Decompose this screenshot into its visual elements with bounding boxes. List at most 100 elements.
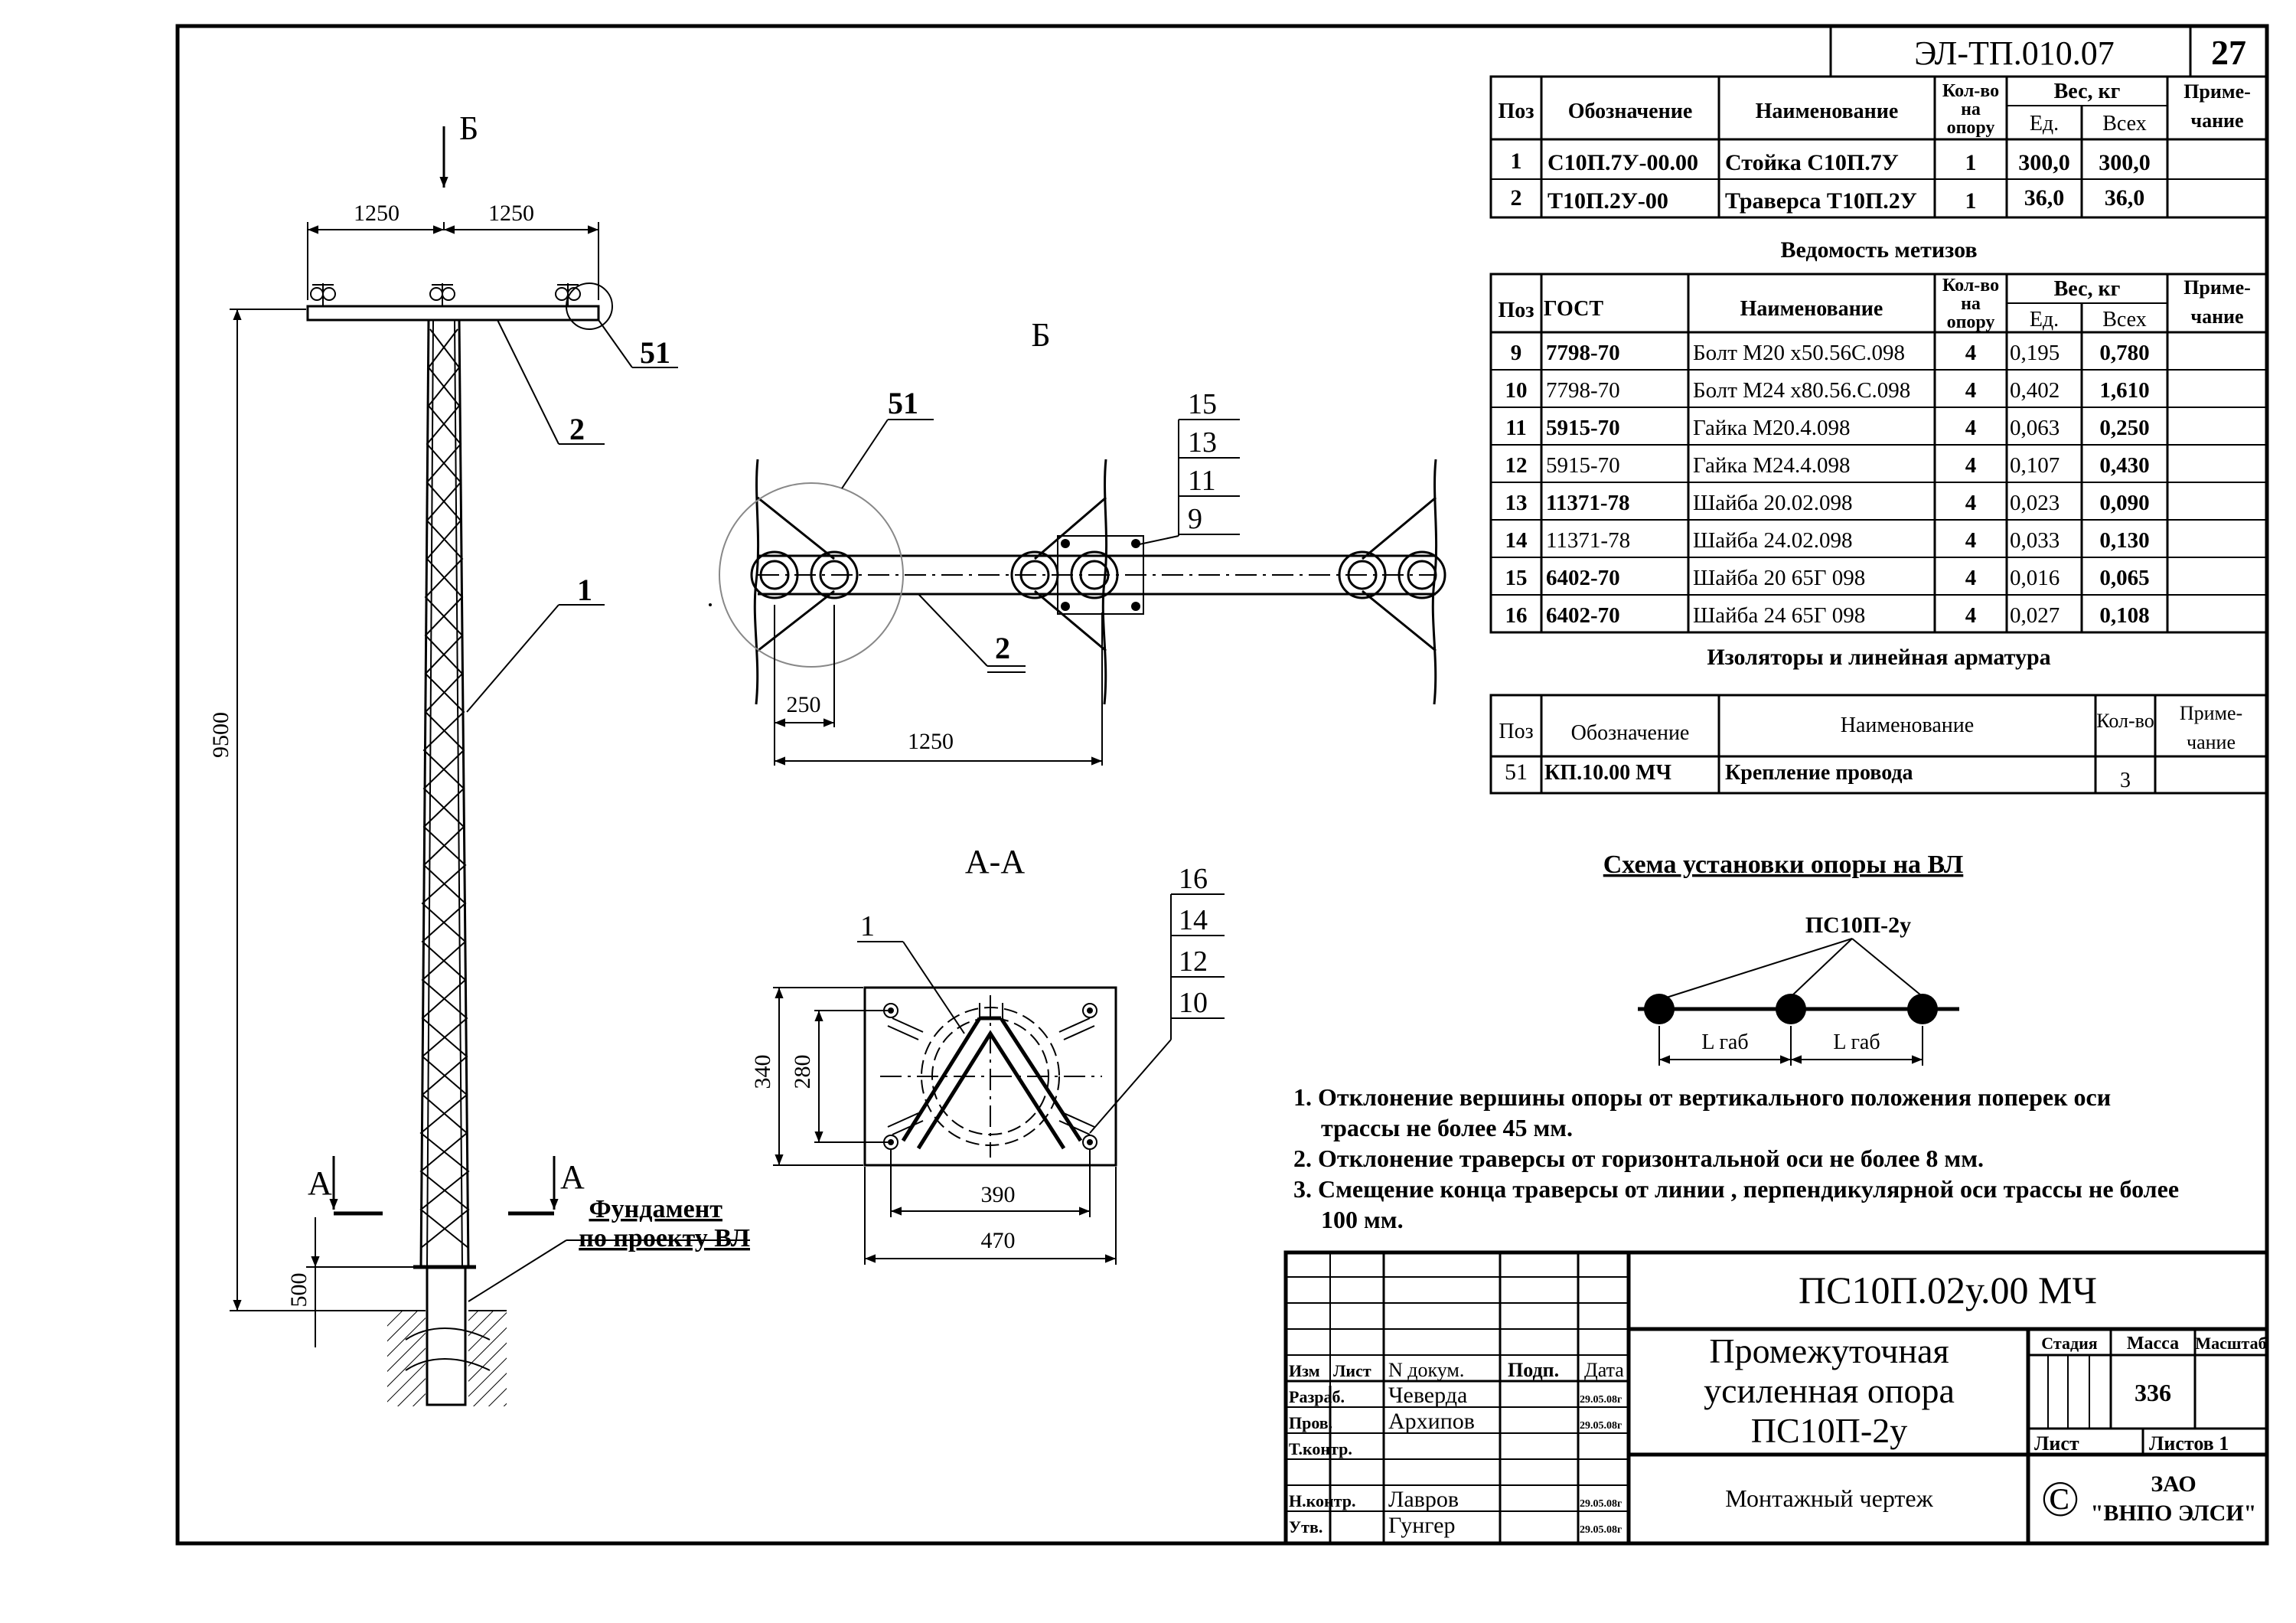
tb-name-l3: ПС10П-2у xyxy=(1751,1411,1907,1450)
hw-hdr-gost: ГОСТ xyxy=(1544,297,1603,321)
role-date: 29.05.08г xyxy=(1580,1394,1622,1406)
role-label: Пров. xyxy=(1289,1413,1332,1432)
ins-hdr-qty: Кол-во xyxy=(2096,710,2154,732)
hardware-cell: 0,033 xyxy=(2010,528,2060,553)
main-elevation-view: Б 1250 1250 9500 500 51 2 1 А xyxy=(208,109,750,1406)
dim-top-right: 1250 xyxy=(488,201,534,226)
title-block: Изм Лист N докум. Подп. Дата Разраб.Чеве… xyxy=(1283,1250,2269,1546)
callout-51-view-b: 51 xyxy=(888,386,918,420)
ins-cell: 51 xyxy=(1505,759,1528,785)
spec-row: 1 С10П.7У-00.00 Стойка С10П.7У 1 300,0 3… xyxy=(1511,149,2151,175)
scheme-pole-2 xyxy=(1776,994,1806,1024)
hw-hdr-total: Всех xyxy=(2102,308,2147,331)
foundation xyxy=(387,1265,507,1406)
hw-hdr-qty-2: на xyxy=(1961,294,1981,314)
tb-stage: Стадия xyxy=(2041,1334,2097,1353)
hardware-cell: 4 xyxy=(1965,453,1977,478)
hardware-cell: 0,780 xyxy=(2099,341,2149,365)
ins-cell: Крепление провода xyxy=(1725,761,1913,785)
note-3-l2: 100 мм. xyxy=(1321,1206,1404,1233)
hardware-cell: 0,130 xyxy=(2099,528,2149,553)
hardware-cell: 5915-70 xyxy=(1546,416,1620,440)
tb-scale: Масштаб xyxy=(2195,1334,2266,1353)
spec-cell: 1 xyxy=(1511,149,1522,174)
dim-470: 470 xyxy=(981,1228,1016,1253)
hw-hdr-qty-1: Кол-во xyxy=(1942,276,1999,296)
insulator-left xyxy=(310,283,336,306)
ins-hdr-pos: Поз xyxy=(1499,720,1533,743)
hardware-cell: 0,063 xyxy=(2010,416,2060,440)
tb-hdr-list: Лист xyxy=(1333,1361,1371,1380)
page-number: 27 xyxy=(2211,33,2246,72)
hardware-cell: 0,090 xyxy=(2099,491,2149,515)
callout-1-main: 1 xyxy=(577,573,592,607)
hardware-cell: 0,195 xyxy=(2010,341,2060,365)
top-stamp: ЭЛ-ТП.010.07 27 xyxy=(1829,26,2267,78)
spec-cell: 2 xyxy=(1511,185,1522,211)
tb-hdr-ndok: N докум. xyxy=(1388,1359,1464,1381)
hardware-cell: 4 xyxy=(1965,491,1977,515)
dim-250: 250 xyxy=(787,692,821,717)
detail-circle-51 xyxy=(566,282,613,330)
role-person: Архипов xyxy=(1388,1409,1475,1434)
hardware-cell: 4 xyxy=(1965,416,1977,440)
ins-hdr-name: Наименование xyxy=(1841,714,1974,737)
dim-top-left: 1250 xyxy=(354,201,400,226)
hardware-cell: Болт М20 х50.56С.098 xyxy=(1693,341,1905,365)
insulator-right xyxy=(555,283,581,306)
dim-foundation: 500 xyxy=(286,1273,311,1308)
spec-hdr-note-2: чание xyxy=(2190,109,2243,132)
tb-doc-type: Монтажный чертеж xyxy=(1725,1484,1933,1512)
hardware-cell: 0,250 xyxy=(2099,416,2149,440)
scheme-span-right: L габ xyxy=(1833,1030,1880,1054)
tb-hdr-data: Дата xyxy=(1584,1359,1624,1381)
spec-hdr-weight: Вес, кг xyxy=(2054,80,2121,103)
hardware-cell: 9 xyxy=(1511,341,1522,365)
hardware-title: Ведомость метизов xyxy=(1780,237,1977,263)
ins-cell: 3 xyxy=(2120,769,2131,792)
dim-390: 390 xyxy=(981,1182,1016,1207)
hardware-cell: Шайба 20 65Г 098 xyxy=(1693,566,1865,590)
hardware-cell: 13 xyxy=(1505,491,1528,515)
note-1-l2: трассы не более 45 мм. xyxy=(1321,1114,1573,1141)
hardware-cell: 0,430 xyxy=(2099,453,2149,478)
tb-name-l2: усиленная опора xyxy=(1704,1371,1955,1410)
role-label: Разраб. xyxy=(1289,1387,1345,1406)
hardware-cell: 7798-70 xyxy=(1546,341,1620,365)
callout-2-view-b: 2 xyxy=(995,631,1010,665)
notes: 1. Отклонение вершины опоры от вертикаль… xyxy=(1293,1083,2179,1233)
hw-hdr-unit: Ед. xyxy=(2030,308,2059,331)
insulator-center xyxy=(429,283,455,306)
scheme-pole-1 xyxy=(1644,994,1675,1024)
dim-height: 9500 xyxy=(208,712,233,758)
tb-mass-value: 336 xyxy=(2135,1379,2171,1406)
hw-hdr-note-1: Приме- xyxy=(2183,276,2251,299)
spec-hdr-unit: Ед. xyxy=(2030,112,2059,136)
role-label: Утв. xyxy=(1289,1517,1322,1536)
dim-1250: 1250 xyxy=(908,729,954,754)
spec-cell: Траверса Т10П.2У xyxy=(1725,188,1917,214)
scheme-span-left: L габ xyxy=(1701,1030,1748,1054)
section-aa: А-А 1 16 1 xyxy=(750,843,1225,1265)
hardware-cell: 0,108 xyxy=(2099,603,2149,628)
callout-1-section: 1 xyxy=(860,910,875,942)
ins-cell: КП.10.00 МЧ xyxy=(1544,761,1672,785)
hardware-cell: Шайба 24 65Г 098 xyxy=(1693,603,1865,628)
note-3-l1: 3. Смещение конца траверсы от линии , пе… xyxy=(1293,1175,2179,1203)
installation-scheme: Схема установки опоры на ВЛ ПС10П-2у L г… xyxy=(1603,851,1963,1066)
role-date: 29.05.08г xyxy=(1580,1524,1622,1536)
hardware-rows: 9 7798-70 Болт М20 х50.56С.098 4 0,195 0,780 1… xyxy=(1505,341,2150,628)
role-label: Т.контр. xyxy=(1289,1439,1352,1458)
hardware-cell: 4 xyxy=(1965,341,1977,365)
lattice-tower xyxy=(413,319,476,1269)
